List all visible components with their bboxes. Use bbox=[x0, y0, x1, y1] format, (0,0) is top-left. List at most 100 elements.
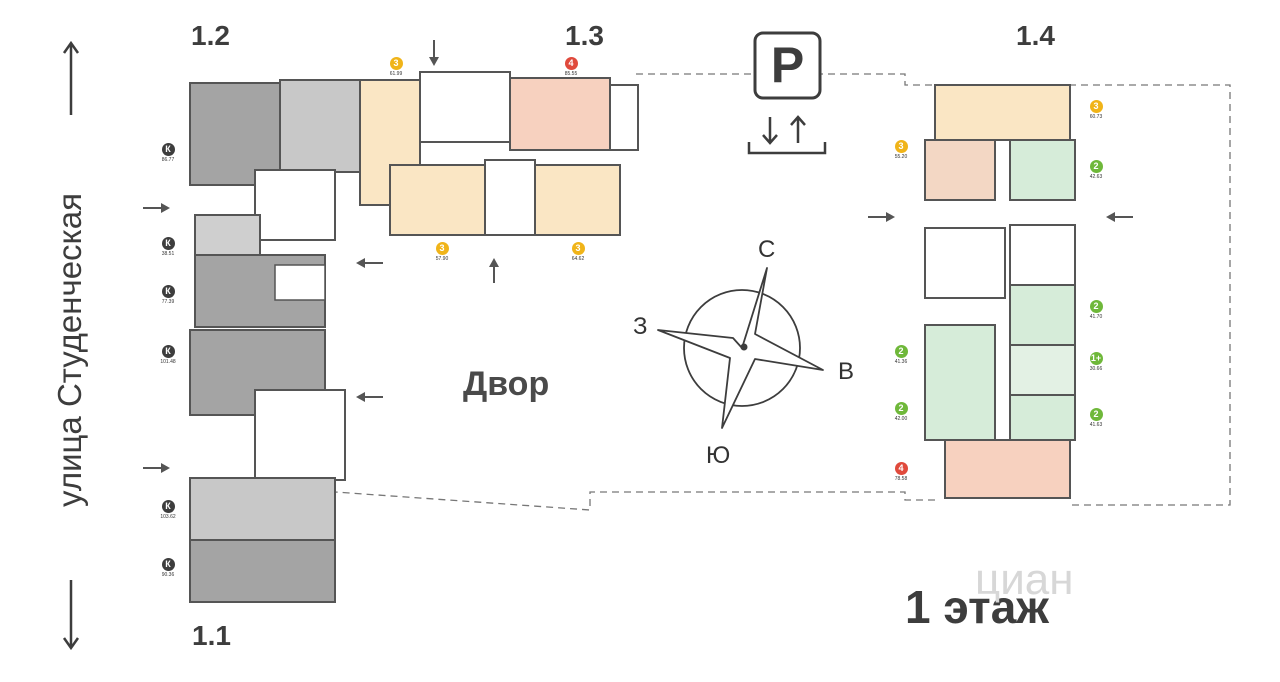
commercial-unit bbox=[194, 214, 261, 256]
apartment-rooms: 2 bbox=[1089, 408, 1103, 421]
apartment-2-room bbox=[1009, 394, 1076, 441]
apartment-area: 64.62 bbox=[571, 256, 585, 262]
section-1-3 bbox=[359, 71, 639, 236]
commercial-area: 86.77 bbox=[161, 157, 175, 163]
commercial-unit bbox=[189, 82, 281, 186]
stair-core bbox=[419, 71, 511, 143]
floor-label: 1 этаж bbox=[905, 581, 1049, 633]
apartment-area: 60.73 bbox=[1089, 114, 1103, 120]
commercial-unit bbox=[189, 477, 336, 541]
commercial-label: К bbox=[161, 558, 175, 571]
apartment-rooms: 4 bbox=[564, 57, 578, 70]
apartment-2-room bbox=[1009, 139, 1076, 201]
apartment-rooms: 3 bbox=[435, 242, 449, 255]
stair-core bbox=[254, 389, 346, 481]
section-label-1-3: 1.3 bbox=[565, 20, 604, 51]
apartment-rooms: 2 bbox=[1089, 160, 1103, 173]
apartment-area: 78.58 bbox=[894, 476, 908, 482]
corridor bbox=[484, 159, 536, 236]
commercial-label: К bbox=[161, 237, 175, 250]
apartment-area: 55.20 bbox=[894, 154, 908, 160]
apartment-4-room bbox=[609, 84, 639, 151]
corridor bbox=[274, 264, 326, 301]
compass-west-label: З bbox=[633, 313, 648, 340]
compass-north-label: С bbox=[758, 236, 776, 263]
apartment-4-room bbox=[944, 439, 1071, 499]
apartment-rooms: 3 bbox=[894, 140, 908, 153]
watermark: циан bbox=[975, 555, 1074, 604]
apartment-area: 41.36 bbox=[894, 359, 908, 365]
commercial-area: 77.39 bbox=[161, 299, 175, 305]
apartment-3-room bbox=[389, 164, 486, 236]
apartment-4-room bbox=[509, 77, 611, 151]
apartment-area: 57.90 bbox=[435, 256, 449, 262]
commercial-label: К bbox=[161, 285, 175, 298]
compass-south-label: Ю bbox=[706, 442, 731, 469]
section-1-1 bbox=[189, 329, 346, 603]
apartment-1-room bbox=[1009, 344, 1076, 396]
corridor bbox=[1009, 224, 1076, 286]
commercial-label: К bbox=[161, 500, 175, 513]
apartment-3-room bbox=[924, 139, 996, 201]
parking-boundary bbox=[334, 73, 1231, 511]
street-direction-arrows-icon bbox=[62, 40, 80, 651]
parking-in-out-arrows-icon bbox=[762, 115, 806, 145]
section-1-4 bbox=[924, 84, 1076, 499]
commercial-area: 38.51 bbox=[161, 251, 175, 257]
stair-core bbox=[924, 227, 1006, 299]
apartment-area: 61.99 bbox=[389, 71, 403, 77]
commercial-unit bbox=[279, 79, 361, 173]
parking-entrance-bracket bbox=[747, 142, 827, 155]
apartment-rooms: 2 bbox=[894, 345, 908, 358]
commercial-area: 103.62 bbox=[160, 514, 176, 520]
parking-sign: P bbox=[770, 37, 805, 93]
commercial-area: 90.36 bbox=[161, 572, 175, 578]
apartment-rooms: 1+ bbox=[1089, 352, 1103, 365]
entrance-arrow-icons bbox=[143, 40, 1133, 473]
apartment-rooms: 2 bbox=[894, 402, 908, 415]
apartment-2-room bbox=[924, 324, 996, 441]
apartment-rooms: 2 bbox=[1089, 300, 1103, 313]
compass-east-label: В bbox=[838, 358, 855, 385]
yard-label: Двор bbox=[463, 365, 550, 403]
stair-core bbox=[254, 169, 336, 241]
commercial-label: К bbox=[161, 143, 175, 156]
section-label-1-2: 1.2 bbox=[191, 20, 230, 51]
apartment-3-room bbox=[534, 164, 621, 236]
apartment-area: 42.00 bbox=[894, 416, 908, 422]
apartment-area: 41.63 bbox=[1089, 422, 1103, 428]
apartment-badge[interactable]: 1+30.66 bbox=[1078, 352, 1114, 372]
apartment-rooms: 4 bbox=[894, 462, 908, 475]
apartment-2-room bbox=[1009, 284, 1076, 346]
commercial-label: К bbox=[161, 345, 175, 358]
apartment-area: 85.55 bbox=[564, 71, 578, 77]
apartment-rooms: 3 bbox=[571, 242, 585, 255]
commercial-area: 101.48 bbox=[160, 359, 176, 365]
commercial-unit bbox=[189, 539, 336, 603]
apartment-rooms: 3 bbox=[389, 57, 403, 70]
parking-sign-frame bbox=[753, 31, 822, 100]
section-label-1-4: 1.4 bbox=[1016, 20, 1055, 51]
street-label: улица Студенческая bbox=[51, 193, 88, 507]
apartment-area: 42.63 bbox=[1089, 174, 1103, 180]
apartment-area: 41.70 bbox=[1089, 314, 1103, 320]
